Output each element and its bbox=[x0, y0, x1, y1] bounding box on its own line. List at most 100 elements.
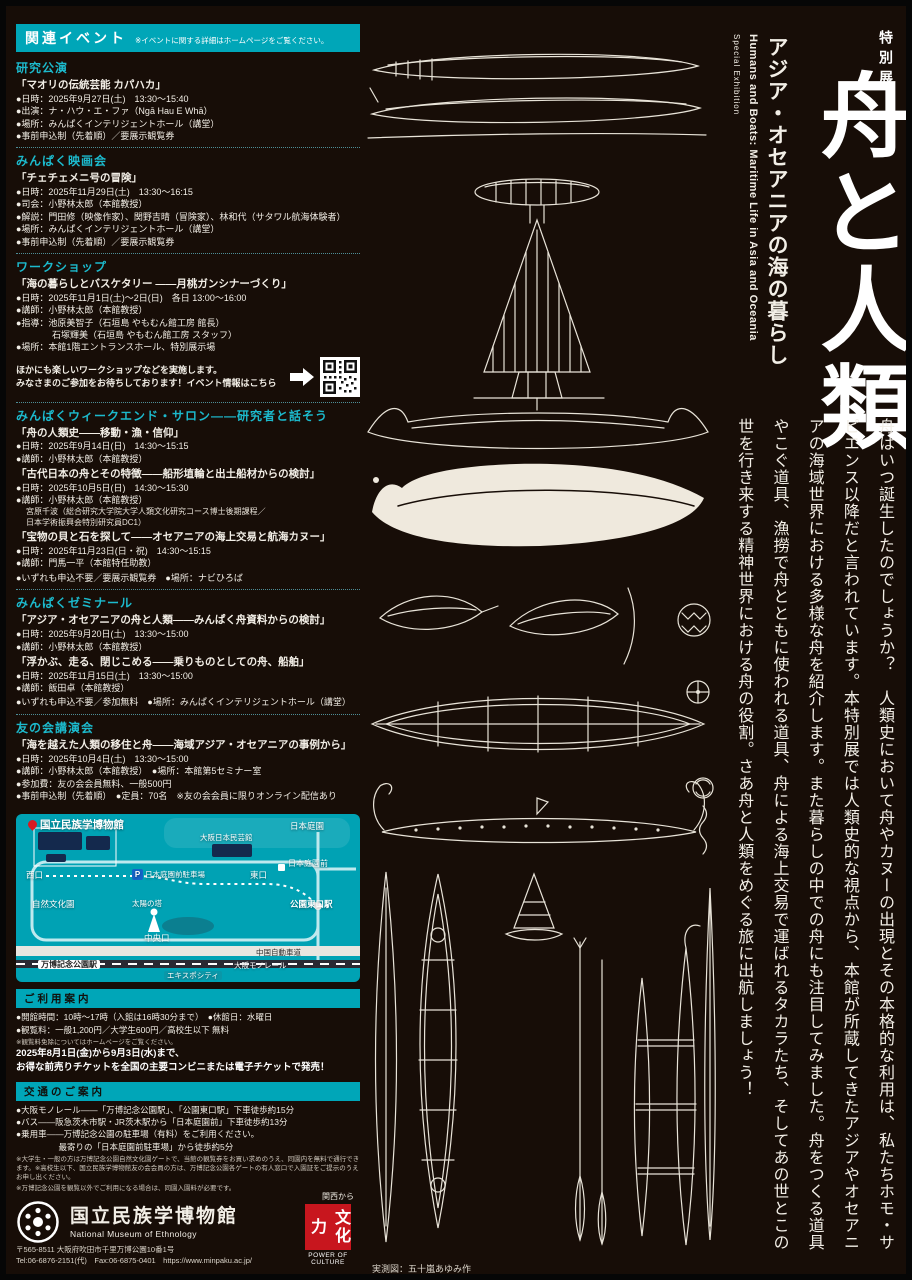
map-label: 日本庭園前 bbox=[288, 859, 328, 869]
boat-drawing-plan-view bbox=[372, 681, 709, 752]
exhibition-subtitle: アジア・オセアニアの海の暮らし bbox=[765, 36, 789, 366]
map-label: 太陽の塔 bbox=[132, 899, 162, 909]
map-label: 日本庭園 bbox=[290, 821, 325, 832]
event-title: 「マオリの伝統芸能 カパハカ」 bbox=[16, 79, 166, 91]
event-detail: ●講師：門馬一平（本館特任助教） bbox=[16, 558, 157, 569]
event-title: 「海の暮らしとバスケタリー ――月桃ガンシナーづくり」 bbox=[16, 278, 292, 291]
event-detail: ●解説：門田修（映像作家）、関野吉晴（冒険家）、林和代（サタワル航海体験者） bbox=[16, 211, 346, 222]
event-detail: ●日時：2025年11月15日(土) 13:30～15:00 bbox=[16, 670, 193, 681]
museum-contact: Tel:06-6876-2151(代) Fax:06-6875-0401 bbox=[16, 1256, 164, 1266]
map-museum-label: 国立民族学博物館 bbox=[26, 817, 124, 832]
event-detail: ●出演：ナ・ハウ・エ・ファ（Ngā Hau E Whā） bbox=[16, 106, 213, 117]
map-label: エキスポシティ bbox=[164, 971, 222, 981]
exhibition-title: 舟と人類 bbox=[807, 68, 909, 456]
info-line-emphasis: お得な前売りチケットを全国の主要コンビニまたは電子チケットで発売！ bbox=[16, 1061, 330, 1073]
arrow-right-icon bbox=[290, 367, 314, 386]
event-detail: ●事前申込制（先着順）／要展示観覧券 bbox=[16, 236, 175, 247]
event-detail: 石塚輝美（石垣島 やもむん館工房 スタッフ） bbox=[16, 329, 238, 340]
boat-illustrations bbox=[356, 40, 716, 1255]
related-events-header: 関連イベント ※イベントに関する詳細はホームページをご覧ください。 bbox=[16, 24, 360, 52]
access-line: 最寄りの「日本庭園前駐車場」から徒歩約5分 bbox=[16, 1141, 234, 1152]
event-detail: ●講師：小野林太郎（本館教授） bbox=[16, 305, 148, 316]
event-detail: ●日時：2025年10月5日(日) 14:30～15:30 bbox=[16, 482, 189, 493]
access-map: 国立民族学博物館 日本庭園 大阪日本民芸館 日本庭園前 公園東口駅 西口 自然文… bbox=[16, 814, 360, 983]
section-film-screening: みんぱく映画会 「チェチェメニ号の冒険」 ●日時：2025年11月29日(土) … bbox=[16, 148, 360, 255]
boat-drawing-ceremonial-prow bbox=[368, 179, 708, 449]
event-detail: ●日時：2025年9月14日(日) 14:30～15:15 bbox=[16, 441, 189, 452]
access-map-graphics bbox=[16, 818, 360, 969]
footer: 国立民族学博物館 National Museum of Ethnology 〒5… bbox=[16, 1192, 360, 1269]
illustration-credit: 実測図：五十嵐あゆみ作 bbox=[372, 1264, 472, 1274]
info-line: ●開館時間：10時～17時（入館は16時30分まで） ●休館日：水曜日 bbox=[16, 1012, 273, 1023]
workshop-notes: ほかにも楽しいワークショップなどを実施します。 みなさまのご参加をお待ちしており… bbox=[16, 364, 284, 390]
section-footnote: ●いずれも申込不要／要展示観覧券 ●場所：ナビひろば bbox=[16, 572, 243, 583]
event-title: 「海を越えた人類の移住と舟――海域アジア・オセアニアの事例から」 bbox=[16, 739, 352, 752]
exhibition-title-en: Humans and Boats: Maritime Life in Asia … bbox=[747, 34, 759, 341]
museum-name-block: 国立民族学博物館 National Museum of Ethnology bbox=[70, 1201, 238, 1239]
event-detail: ●日時：2025年10月4日(土) 13:30～15:00 bbox=[16, 753, 189, 764]
minpaku-logo bbox=[17, 1201, 59, 1243]
section-heading: 研究公演 bbox=[16, 61, 69, 75]
event-detail: ●司会：小野林太郎（本館教授） bbox=[16, 199, 148, 210]
museum-website-url[interactable]: https://www.minpaku.ac.jp/ bbox=[163, 1256, 252, 1266]
event-detail: ●講師：小野林太郎（本館教授） bbox=[16, 453, 148, 464]
workshop-note-line: みなさまのご参加をお待ちしております！イベント情報はこちら bbox=[16, 377, 277, 388]
boat-drawing-paddle-blades bbox=[380, 588, 710, 664]
special-exhibition-label-en: Special Exhibition bbox=[732, 34, 741, 116]
bunkaryoku-mark: 文化力 bbox=[308, 1209, 349, 1246]
map-label: 東口 bbox=[250, 870, 268, 881]
map-pin-icon bbox=[26, 818, 39, 832]
map-label: 大阪モノレール bbox=[234, 961, 287, 971]
access-smallprint: ※大学生・一般の方は万博記念公園自然文化園ゲートで、当館の観覧券をお買い求めのう… bbox=[16, 1155, 360, 1182]
workshop-footer: ほかにも楽しいワークショップなどを実施します。 みなさまのご参加をお待ちしており… bbox=[16, 356, 360, 397]
event-detail: ●参加費：友の会会員無料、一般500円 bbox=[16, 778, 172, 789]
access-smallprint: ※万博記念公園を観覧以外でご利用になる場合は、同園入園料が必要です。 bbox=[16, 1185, 236, 1193]
power-of-culture-label: POWER OF CULTURE bbox=[308, 1252, 348, 1267]
museum-name-en: National Museum of Ethnology bbox=[70, 1229, 197, 1240]
section-research-performance: 研究公演 「マオリの伝統芸能 カパハカ」 ●日時：2025年9月27日(土) 1… bbox=[16, 55, 360, 149]
event-detail: ●事前申込制（先着順） ●定員：70名 ※友の会会員に限りオンライン配信あり bbox=[16, 790, 337, 801]
event-detail: ●講師：小野林太郎（本館教授） bbox=[16, 641, 148, 652]
exhibition-intro-text: 舟はいつ誕生したのでしょうか？ 人類史において舟やカヌーの出現とその本格的な利用… bbox=[735, 418, 893, 1251]
event-title: 「古代日本の舟とその特徴――船形埴輪と出土船材からの検討」 bbox=[16, 468, 321, 481]
related-events-note: ※イベントに関する詳細はホームページをご覧ください。 bbox=[135, 36, 329, 45]
event-detail: ●日時：2025年11月29日(土) 13:30～16:15 bbox=[16, 187, 193, 197]
map-label: 大阪日本民芸館 bbox=[200, 833, 253, 843]
section-heading: みんぱく映画会 bbox=[16, 154, 108, 169]
event-title: 「アジア・オセアニアの舟と人類――みんぱく舟資料からの検討」 bbox=[16, 614, 331, 627]
section-seminar: みんぱくゼミナール 「アジア・オセアニアの舟と人類――みんぱく舟資料からの検討」… bbox=[16, 590, 360, 716]
map-label: 自然文化園 bbox=[32, 899, 75, 910]
section-heading: ワークショップ bbox=[16, 260, 108, 275]
boat-drawing-flotilla bbox=[376, 872, 716, 1245]
section-heading: みんぱくウィークエンド・サロン――研究者と話そう bbox=[16, 408, 329, 423]
map-station-label: 万博記念公園駅 bbox=[38, 960, 100, 970]
info-line: ●観覧料：一般1,200円／大学生600円／高校生以下 無料 bbox=[16, 1024, 229, 1035]
section-weekend-salon: みんぱくウィークエンド・サロン――研究者と話そう 「舟の人類史――移動・漁・信仰… bbox=[16, 403, 360, 591]
access-line: ●バス――阪急茨木市駅・JR茨木駅から「日本庭園前」下車徒歩約13分 bbox=[16, 1116, 288, 1127]
event-detail: ●講師：小野林太郎（本館教授） bbox=[16, 495, 148, 506]
event-detail: ●講師：飯田卓（本館教授） bbox=[16, 683, 130, 694]
bunkaryoku-box: 文化力 bbox=[305, 1204, 351, 1251]
access-line: ●大阪モノレール――「万博記念公園駅」、「公園東口駅」下車徒歩約15分 bbox=[16, 1104, 295, 1115]
event-title: 「チェチェメニ号の冒険」 bbox=[16, 172, 142, 185]
section-friends-lecture: 友の会講演会 「海を越えた人類の移住と舟――海域アジア・オセアニアの事例から」 … bbox=[16, 715, 360, 807]
museum-name: 国立民族学博物館 bbox=[70, 1206, 239, 1228]
section-heading: 友の会講演会 bbox=[16, 721, 95, 736]
event-detail: 宮原千波（総合研究大学院大学人類文化研究コース博士後期課程／ bbox=[26, 506, 266, 516]
map-label: 西口 bbox=[26, 870, 44, 881]
event-detail: ●場所：本館1階エントランスホール、特別展示場 bbox=[16, 342, 216, 353]
boat-drawing-long-canoes bbox=[368, 54, 706, 138]
event-title: 「浮かぶ、走る、閉じこめる――乗りものとしての舟、船舶」 bbox=[16, 655, 310, 668]
event-detail: ●場所：みんぱくインテリジェントホール（講堂） bbox=[16, 224, 220, 235]
event-title: 「舟の人類史――移動・漁・信仰」 bbox=[16, 426, 184, 439]
map-label: 中国自動車道 bbox=[256, 948, 301, 958]
kansai-label: 関西から bbox=[322, 1192, 354, 1202]
related-events-column: 関連イベント ※イベントに関する詳細はホームページをご覧ください。 研究公演 「… bbox=[16, 24, 360, 1269]
section-workshop: ワークショップ 「海の暮らしとバスケタリー ――月桃ガンシナーづくり」 ●日時：… bbox=[16, 254, 360, 403]
map-label: 中央口 bbox=[144, 933, 170, 944]
power-of-culture-logo: 関西から 文化力 POWER OF CULTURE bbox=[300, 1191, 356, 1266]
event-detail: ●日時：2025年9月20日(土) 13:30～15:00 bbox=[16, 629, 189, 640]
event-detail: ●日時：2025年11月23日(日・祝) 14:30～15:15 bbox=[16, 546, 211, 557]
visitor-info-heading: ご利用案内 bbox=[16, 989, 360, 1009]
